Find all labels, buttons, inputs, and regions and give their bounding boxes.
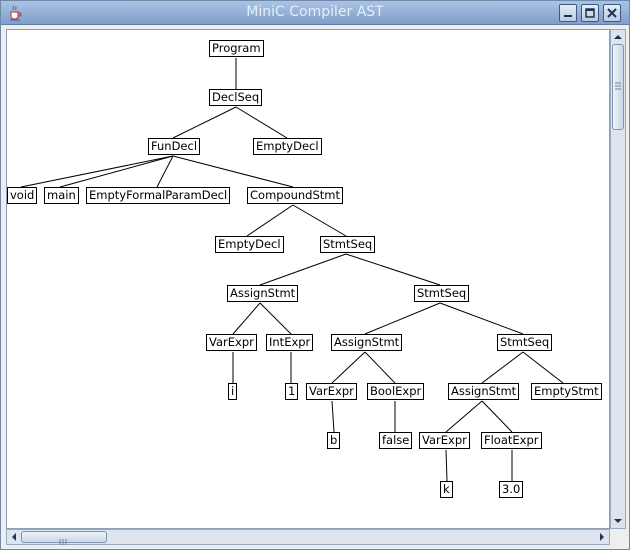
edge [439,302,524,335]
ast-canvas[interactable]: Program DeclSeq FunDecl EmptyDecl void m… [6,29,610,529]
edge [481,351,524,384]
ast-node-ident-i: i [228,383,238,400]
edge [246,204,294,237]
ast-edges [20,58,564,482]
scroll-up-icon[interactable] [611,30,625,44]
ast-node-varexpr: VarExpr [306,383,357,400]
title-bar[interactable]: MiniC Compiler AST [1,1,629,25]
ast-node-program: Program [209,40,264,57]
close-button[interactable] [603,4,621,22]
scroll-right-icon[interactable] [595,530,609,544]
ast-node-boolexpr: BoolExpr [367,383,425,400]
grip-icon [59,539,67,545]
grip-icon [615,82,621,90]
ast-node-emptystmt: EmptyStmt [531,383,602,400]
edge [445,400,483,433]
edge [364,351,396,384]
minimize-button[interactable] [559,4,577,22]
edge [259,302,292,335]
edge [364,302,441,335]
ast-node-declseq: DeclSeq [209,89,263,106]
ast-node-literal-3-0: 3.0 [499,481,524,498]
ast-node-assignstmt: AssignStmt [331,334,403,351]
edge [259,253,347,286]
ast-node-varexpr: VarExpr [206,334,257,351]
horizontal-scrollbar[interactable] [6,529,610,545]
ast-node-ident-k: k [440,481,453,498]
ast-node-literal-1: 1 [285,383,299,400]
ast-node-emptyformalparamdecl: EmptyFormalParamDecl [86,187,231,204]
vertical-scrollbar[interactable] [610,29,626,529]
minimize-icon [564,15,572,17]
horizontal-scroll-thumb[interactable] [21,531,107,545]
ast-node-literal-false: false [379,432,413,449]
ast-node-assignstmt: AssignStmt [448,383,520,400]
edge [156,155,174,188]
scroll-left-icon[interactable] [7,530,21,544]
edge [232,302,261,335]
ast-node-main: main [44,187,79,204]
ast-node-varexpr: VarExpr [419,432,470,449]
close-icon [607,8,617,18]
edge [292,204,347,237]
scrollbar-corner [610,529,626,545]
edge [331,400,335,433]
ast-node-assignstmt: AssignStmt [227,285,299,302]
maximize-button[interactable] [581,4,599,22]
ast-node-compoundstmt: CompoundStmt [247,187,344,204]
ast-node-emptydecl: EmptyDecl [253,138,322,155]
edge [481,400,513,433]
edge [445,449,448,482]
ast-node-ident-b: b [327,432,341,449]
edge [172,106,237,139]
ast-node-fundecl: FunDecl [148,138,201,155]
maximize-icon [585,8,595,18]
edge [331,351,366,384]
edge [172,155,294,188]
vertical-scroll-thumb[interactable] [612,44,624,130]
ast-node-stmtseq: StmtSeq [414,285,470,302]
edge [235,106,288,139]
window-title: MiniC Compiler AST [246,4,384,20]
scroll-down-icon[interactable] [611,514,625,528]
ast-node-intexpr: IntExpr [266,334,314,351]
edge [345,253,441,286]
ast-node-void: void [7,187,38,204]
ast-node-stmtseq: StmtSeq [320,236,376,253]
edge [20,155,174,188]
edge [522,351,564,384]
ast-node-floatexpr: FloatExpr [481,432,542,449]
ast-node-emptydecl-inner: EmptyDecl [215,236,284,253]
edge [59,155,174,188]
java-cup-icon [10,5,22,21]
ast-node-stmtseq: StmtSeq [497,334,553,351]
